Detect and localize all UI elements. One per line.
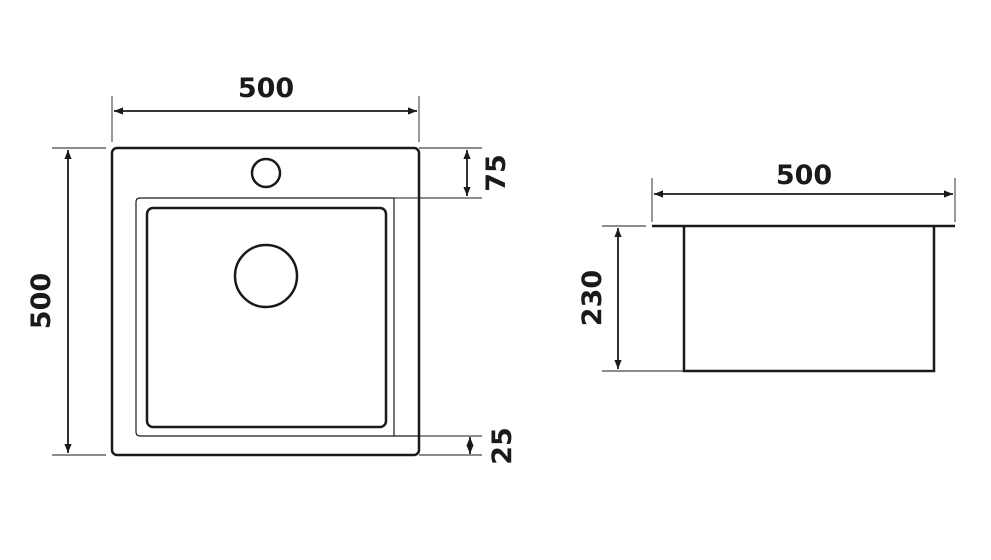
faucet-hole xyxy=(250,157,282,189)
rim-label: 25 xyxy=(487,427,518,465)
height-label: 500 xyxy=(26,273,57,329)
top-view: 500 500 75 25 xyxy=(26,73,518,465)
side-width-label: 500 xyxy=(776,160,832,191)
width-label: 500 xyxy=(238,73,294,104)
depth-label: 230 xyxy=(577,270,608,326)
sink-outer-outline xyxy=(110,146,421,457)
side-view: 500 230 xyxy=(577,160,956,373)
sink-rim-outline xyxy=(135,197,419,437)
faucet-offset-label: 75 xyxy=(481,154,512,192)
sink-bowl-outline xyxy=(145,206,388,429)
drain-hole xyxy=(233,243,299,309)
bowl-side-outline xyxy=(682,227,936,373)
